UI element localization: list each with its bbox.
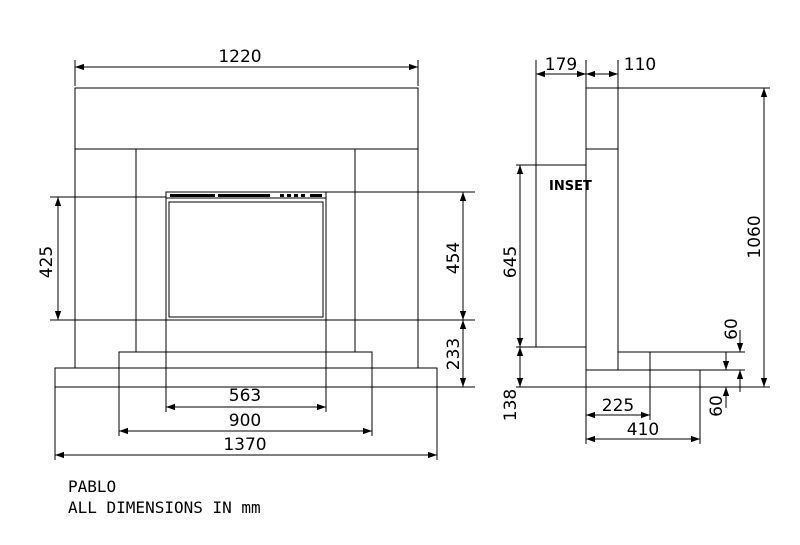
inset-box: [535, 164, 587, 348]
dim-label-insert-height: 425: [37, 246, 57, 278]
side-plinth: [617, 351, 651, 371]
side-hearth: [585, 369, 701, 388]
side-view: 179 110 INSET 645 1060 60 138 60 225 410: [501, 55, 770, 444]
model-name: PABLO: [68, 477, 116, 496]
dim-label-hearth-depth: 410: [627, 420, 659, 440]
inset-label: INSET: [549, 179, 592, 194]
dim-label-leg-depth: 225: [602, 396, 634, 416]
dim-label-inset-height: 645: [501, 246, 521, 278]
dim-label-top-depth-a: 179: [545, 55, 577, 75]
dim-label-top-depth-b: 110: [624, 55, 656, 75]
fire-control-strip: [170, 194, 322, 197]
hearth-plinth: [118, 351, 373, 369]
side-column: [585, 87, 619, 371]
dim-label-opening-width: 563: [229, 386, 261, 406]
dim-label-hearth-height: 138: [501, 389, 521, 421]
dim-label-total-height: 1060: [745, 215, 765, 258]
dim-label-opening-height: 454: [444, 242, 464, 274]
dim-label-back-panel-height: 60: [722, 318, 742, 340]
dim-label-inner-width: 900: [229, 411, 261, 431]
units-note: ALL DIMENSIONS IN mm: [68, 498, 261, 517]
dim-label-hearth-thickness: 60: [707, 395, 727, 417]
fire-glass: [168, 201, 324, 318]
front-view: 1220 425 454 233 563 900 1370: [37, 47, 475, 460]
right-leg: [354, 148, 419, 369]
fire-insert: [165, 191, 327, 321]
left-leg: [74, 148, 137, 369]
base-hearth: [54, 367, 438, 388]
dim-label-overall-width: 1220: [218, 47, 261, 67]
mantel-shelf: [74, 87, 419, 150]
caption: PABLO ALL DIMENSIONS IN mm: [68, 477, 261, 517]
dim-label-hearth-width: 1370: [223, 435, 266, 455]
dim-label-hearth-to-opening: 233: [444, 338, 464, 370]
